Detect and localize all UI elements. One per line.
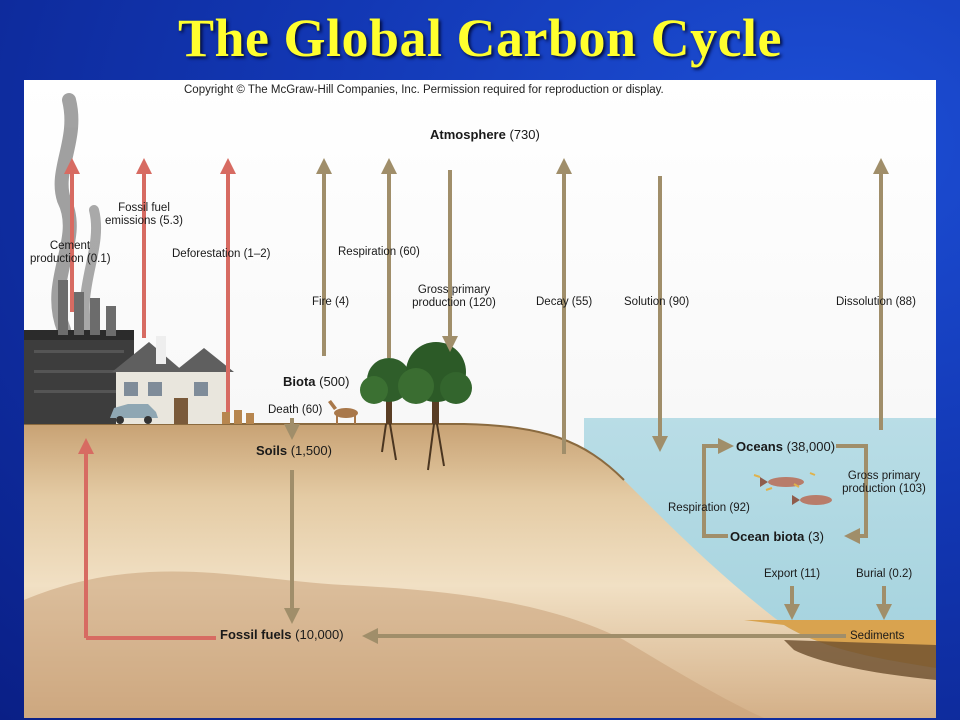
fire-label: Fire (4) bbox=[312, 296, 350, 308]
ocean-biota-label: Ocean biota (3) bbox=[730, 529, 824, 544]
anthropogenic-arrows bbox=[64, 158, 236, 640]
gpp-ocean-arrow bbox=[836, 444, 868, 544]
copyright-notice: Copyright © The McGraw-Hill Companies, I… bbox=[184, 84, 664, 96]
natural-flux-arrows bbox=[284, 158, 892, 644]
burial-label: Burial (0.2) bbox=[856, 568, 913, 580]
carbon-cycle-figure: Copyright © The McGraw-Hill Companies, I… bbox=[24, 80, 936, 718]
fossil-fuels-label: Fossil fuels (10,000) bbox=[220, 627, 344, 642]
respiration-land-label: Respiration (60) bbox=[338, 246, 420, 258]
trees bbox=[360, 342, 472, 471]
dissolution-label: Dissolution (88) bbox=[836, 296, 916, 308]
deep-rock-layer bbox=[24, 571, 764, 718]
decay-label: Decay (55) bbox=[536, 296, 593, 308]
deforestation-label: Deforestation (1–2) bbox=[172, 248, 271, 260]
biota-label: Biota (500) bbox=[283, 374, 350, 389]
tree-stumps bbox=[222, 410, 254, 424]
figure-artwork bbox=[24, 80, 936, 718]
death-label: Death (60) bbox=[268, 404, 323, 416]
atmosphere-label: Atmosphere (730) bbox=[430, 127, 540, 142]
respiration-ocean-label: Respiration (92) bbox=[668, 502, 750, 514]
oceans-label: Oceans (38,000) bbox=[736, 439, 836, 454]
solution-label: Solution (90) bbox=[624, 296, 690, 308]
soils-label: Soils (1,500) bbox=[256, 443, 332, 458]
car bbox=[110, 404, 158, 424]
export-label: Export (11) bbox=[764, 568, 821, 580]
respiration-ocean-arrow bbox=[702, 438, 734, 538]
deer bbox=[328, 400, 358, 424]
fish bbox=[753, 472, 832, 505]
slide-title: The Global Carbon Cycle bbox=[177, 8, 783, 68]
sediments-label: Sediments bbox=[850, 630, 905, 642]
